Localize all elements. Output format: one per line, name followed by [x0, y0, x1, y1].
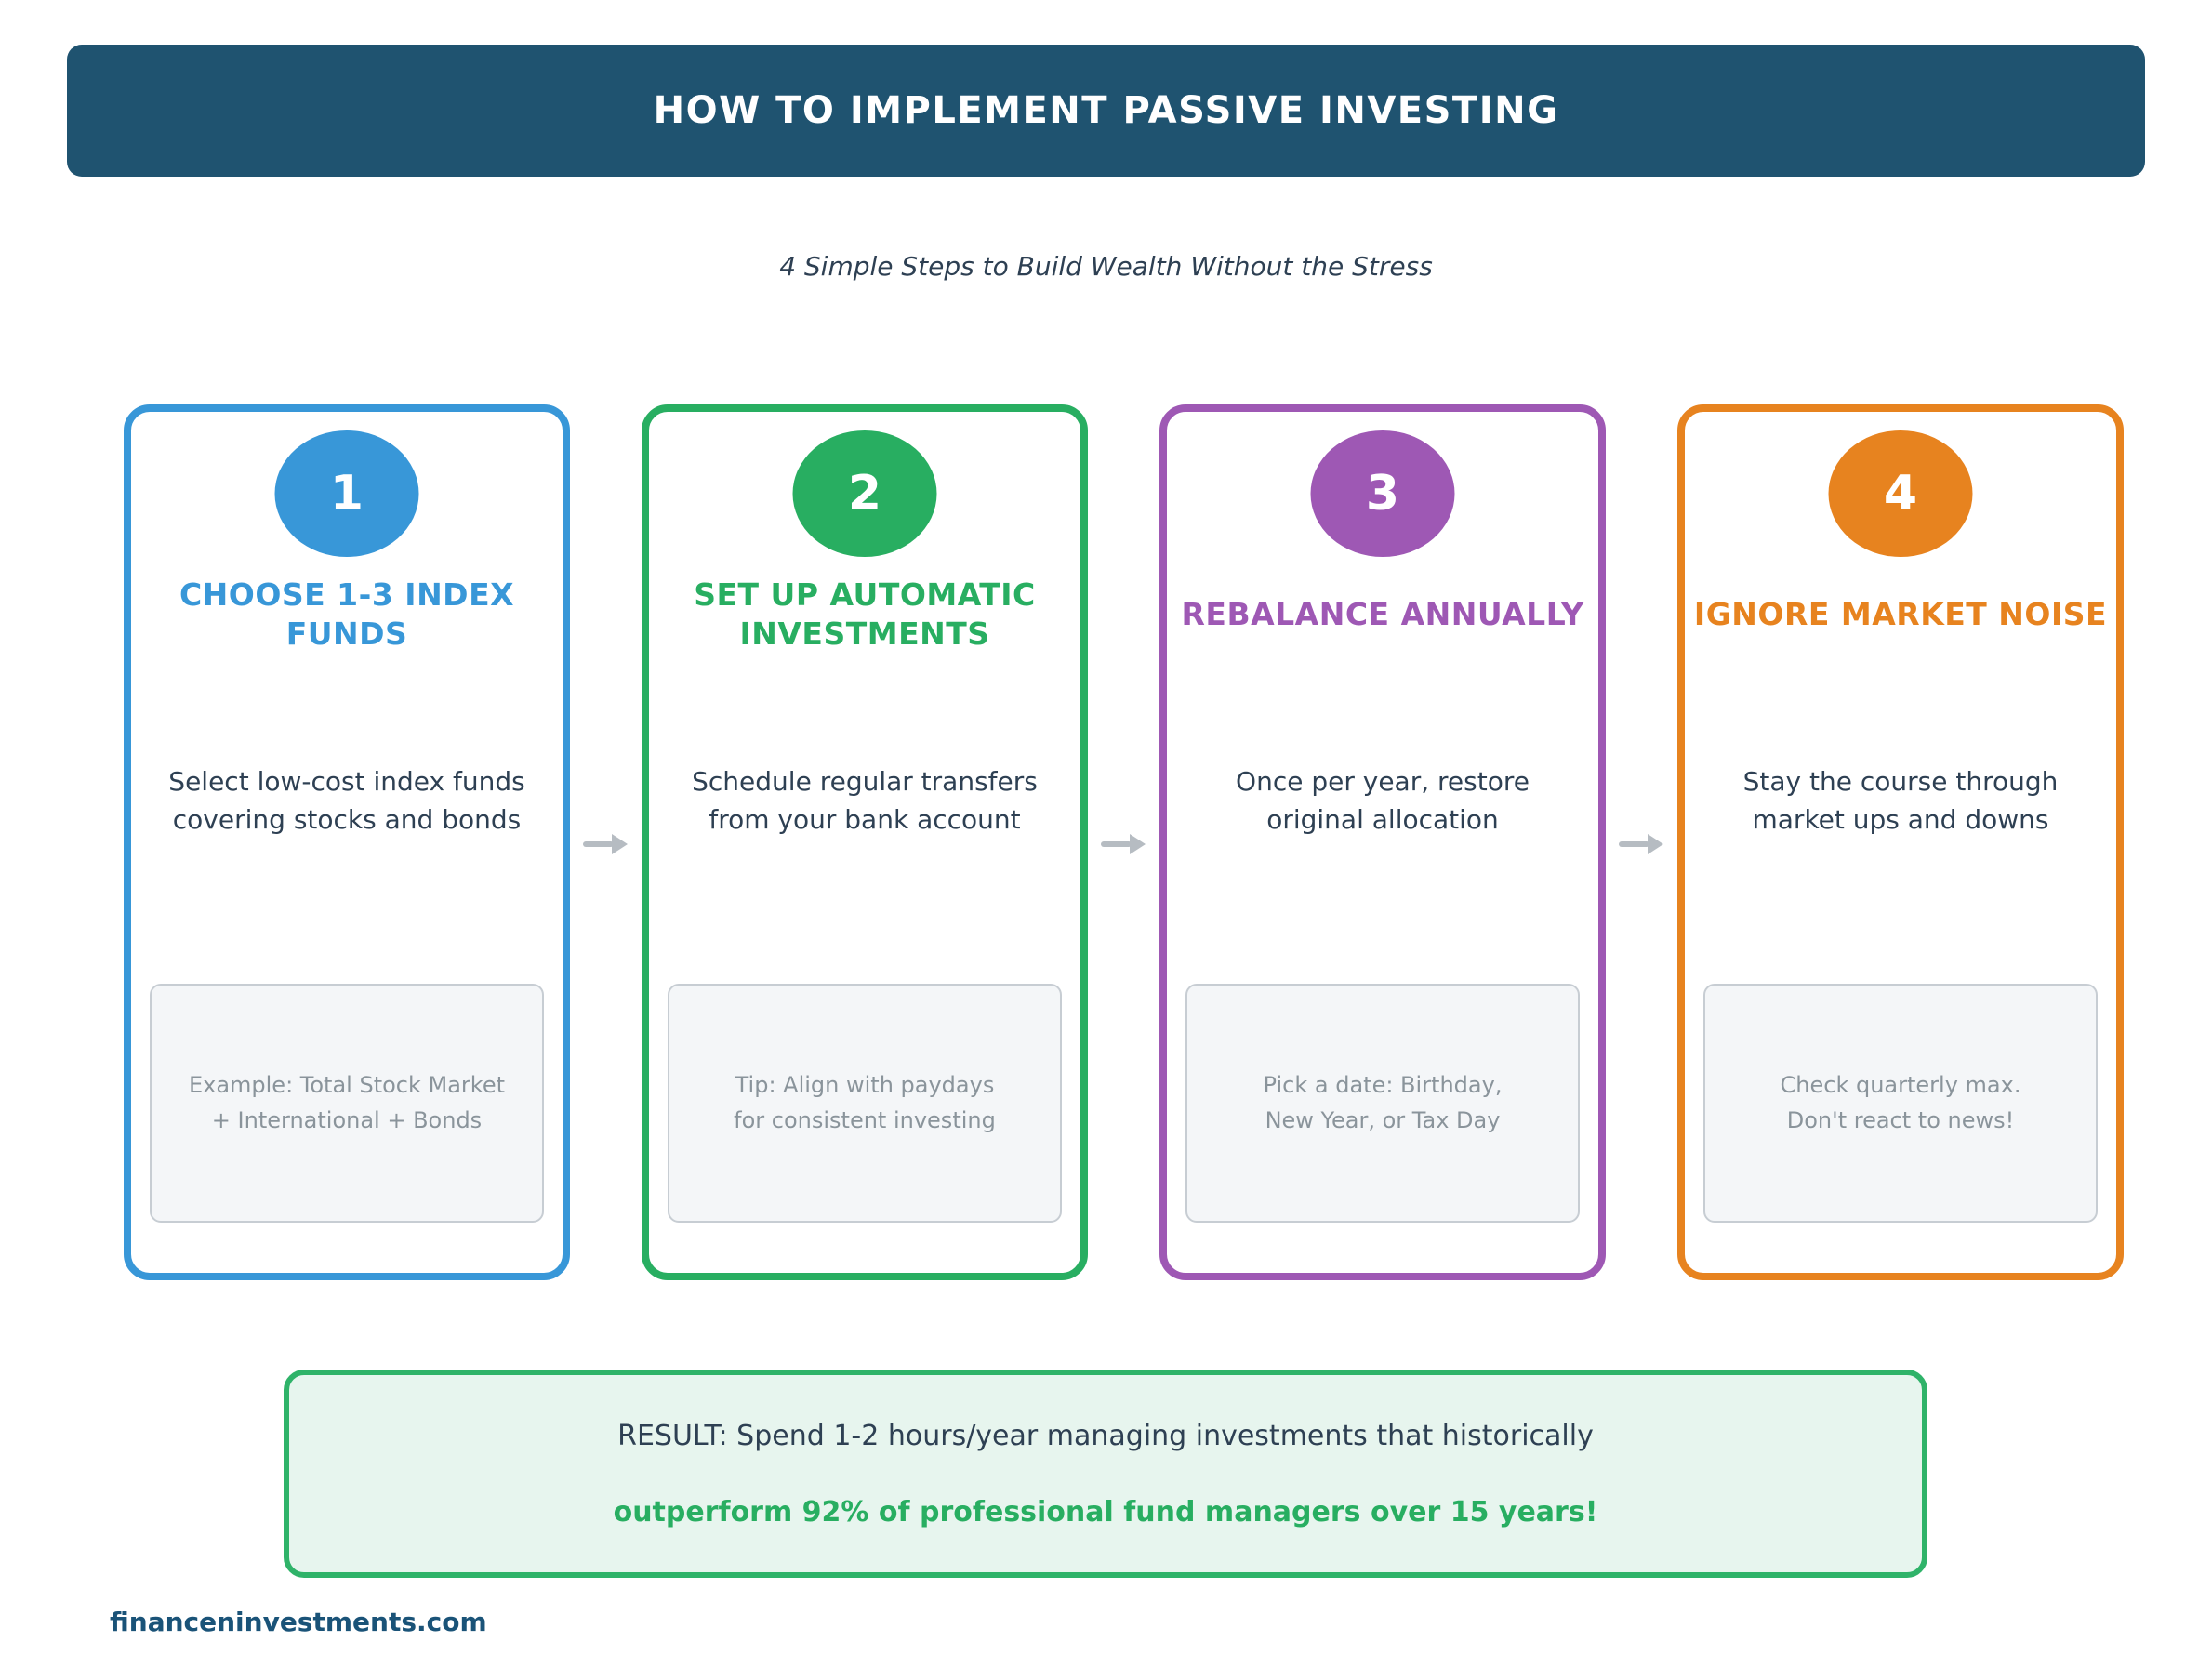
tip-text-line: Pick a date: Birthday,	[1263, 1072, 1503, 1099]
tip-text-line: for consistent investing	[734, 1106, 996, 1133]
tip-text-line: Don't react to news!	[1786, 1106, 2015, 1133]
tip-text: Pick a date: Birthday, New Year, or Tax …	[1264, 1068, 1503, 1137]
subtitle: 4 Simple Steps to Build Wealth Without t…	[779, 251, 1433, 282]
footer-site: financeninvestments.com	[110, 1607, 487, 1637]
tip-box: Example: Total Stock Market + Internatio…	[150, 984, 544, 1223]
step-number-badge: 2	[792, 430, 937, 557]
step-description-line: Stay the course through	[1742, 766, 2059, 797]
tip-text-line: Tip: Align with paydays	[735, 1072, 995, 1099]
page-title: HOW TO IMPLEMENT PASSIVE INVESTING	[653, 89, 1559, 132]
step-card-3: 3 REBALANCE ANNUALLY Once per year, rest…	[1159, 404, 1606, 1280]
step-description: Schedule regular transfers from your ban…	[649, 763, 1080, 839]
step-card-4: 4 IGNORE MARKET NOISE Stay the course th…	[1677, 404, 2124, 1280]
tip-box: Check quarterly max. Don't react to news…	[1703, 984, 2098, 1223]
step-description-line: Once per year, restore	[1236, 766, 1530, 797]
step-title: SET UP AUTOMATIC INVESTMENTS	[649, 570, 1080, 658]
tip-box: Pick a date: Birthday, New Year, or Tax …	[1185, 984, 1580, 1223]
result-line-2: outperform 92% of professional fund mana…	[613, 1495, 1598, 1528]
tip-text-line: + International + Bonds	[211, 1106, 483, 1133]
step-description-line: covering stocks and bonds	[172, 803, 522, 835]
arrow-right-icon	[1619, 834, 1663, 854]
step-title: IGNORE MARKET NOISE	[1685, 570, 2116, 658]
step-title-line: CHOOSE 1-3 INDEX FUNDS	[179, 576, 515, 652]
step-card-1: 1 CHOOSE 1-3 INDEX FUNDS Select low-cost…	[124, 404, 570, 1280]
step-title-line: SET UP AUTOMATIC	[694, 576, 1036, 614]
tip-text-line: Check quarterly max.	[1780, 1072, 2021, 1099]
step-title-line: INVESTMENTS	[739, 615, 990, 652]
tip-text: Example: Total Stock Market + Internatio…	[189, 1068, 505, 1137]
step-number: 4	[1883, 466, 1918, 522]
step-number: 1	[329, 466, 364, 522]
result-box: RESULT: Spend 1-2 hours/year managing in…	[284, 1370, 1927, 1578]
result-line-1: RESULT: Spend 1-2 hours/year managing in…	[617, 1419, 1594, 1452]
step-number-badge: 4	[1828, 430, 1973, 557]
step-description-line: original allocation	[1266, 803, 1499, 835]
header-banner: HOW TO IMPLEMENT PASSIVE INVESTING	[67, 45, 2145, 177]
step-title: CHOOSE 1-3 INDEX FUNDS	[131, 570, 563, 658]
step-title: REBALANCE ANNUALLY	[1167, 570, 1598, 658]
step-number-badge: 3	[1310, 430, 1455, 557]
tip-text-line: New Year, or Tax Day	[1265, 1106, 1501, 1133]
step-number-badge: 1	[274, 430, 419, 557]
tip-text-line: Example: Total Stock Market	[188, 1072, 506, 1099]
steps-row: 1 CHOOSE 1-3 INDEX FUNDS Select low-cost…	[124, 404, 2124, 1280]
step-title-line: REBALANCE ANNUALLY	[1181, 595, 1584, 632]
tip-text: Tip: Align with paydays for consistent i…	[734, 1068, 996, 1137]
arrow-right-icon	[583, 834, 628, 854]
tip-box: Tip: Align with paydays for consistent i…	[668, 984, 1062, 1223]
step-description: Select low-cost index funds covering sto…	[131, 763, 563, 839]
step-description-line: Schedule regular transfers	[692, 766, 1038, 797]
step-title-line: IGNORE MARKET NOISE	[1693, 595, 2108, 632]
step-number: 3	[1365, 466, 1400, 522]
arrow-right-icon	[1101, 834, 1146, 854]
step-number: 2	[847, 466, 882, 522]
step-description: Stay the course through market ups and d…	[1685, 763, 2116, 839]
step-description-line: Select low-cost index funds	[168, 766, 525, 797]
step-description-line: from your bank account	[709, 803, 1021, 835]
step-card-2: 2 SET UP AUTOMATIC INVESTMENTS Schedule …	[642, 404, 1088, 1280]
step-description-line: market ups and downs	[1752, 803, 2049, 835]
tip-text: Check quarterly max. Don't react to news…	[1781, 1068, 2021, 1137]
step-description: Once per year, restore original allocati…	[1167, 763, 1598, 839]
